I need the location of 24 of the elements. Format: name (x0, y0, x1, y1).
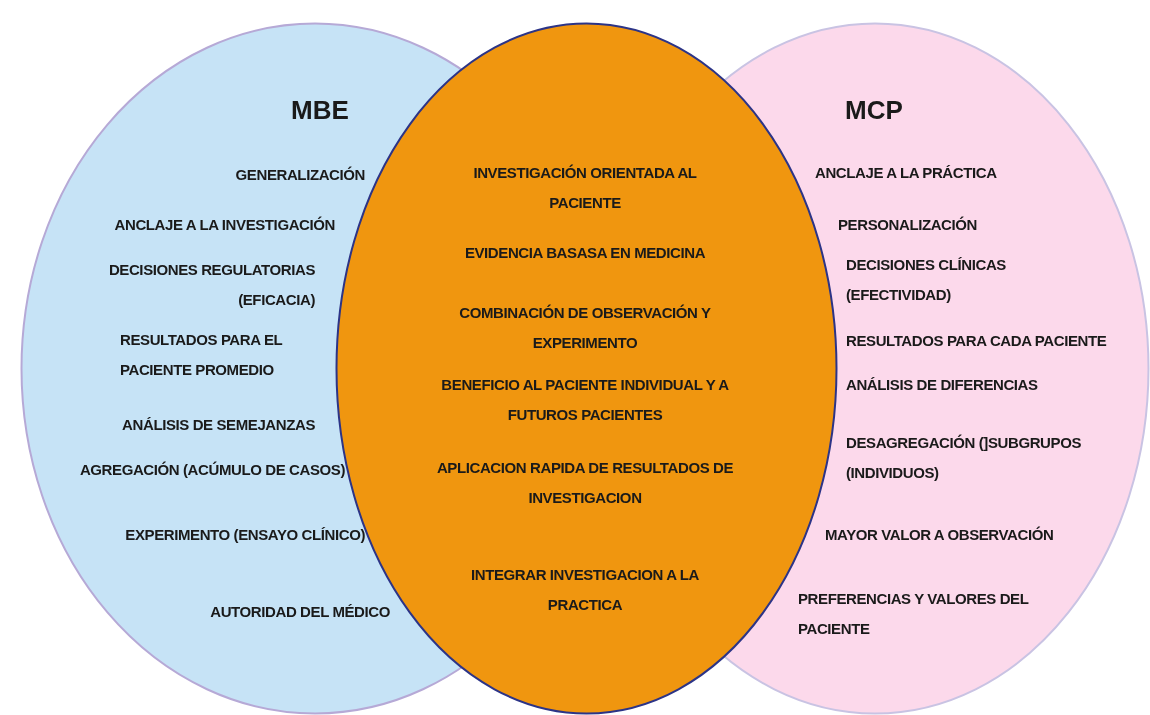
list-item-text: RESULTADOS PARA CADA PACIENTE (846, 331, 1108, 351)
list-item-text: ANÁLISIS DE SEMEJANZAS (121, 415, 315, 435)
list-item-text: BENEFICIO AL PACIENTE INDIVIDUAL Y A FUTUROS PACIENTES (440, 375, 730, 425)
list-item-text: ANÁLISIS DE DIFERENCIAS (846, 375, 1039, 395)
list-item-text: RESULTADOS PARA EL PACIENTE PROMEDIO (120, 330, 284, 380)
list-item-text: PERSONALIZACIÓN (838, 215, 978, 235)
list-item-text: DECISIONES REGULATORIAS (EFICACIA) (107, 260, 315, 310)
list-item-text: AGREGACIÓN (ACÚMULO DE CASOS) (78, 460, 345, 480)
list-item-text: DECISIONES CLÍNICAS (EFECTIVIDAD) (846, 255, 1007, 305)
set-heading: MCP (845, 95, 904, 125)
list-item-text: INVESTIGACIÓN ORIENTADA AL PACIENTE (472, 163, 698, 213)
list-item-text: COMBINACIÓN DE OBSERVACIÓN Y EXPERIMENTO (458, 303, 712, 353)
list-item-text: DESAGREGACIÓN (]SUBGRUPOS (INDIVIDUOS) (846, 433, 1083, 483)
list-item-text: INTEGRAR INVESTIGACION A LA PRACTICA (469, 565, 701, 615)
list-item-text: EXPERIMENTO (ENSAYO CLÍNICO) (124, 525, 365, 545)
list-item-text: EVIDENCIA BASASA EN MEDICINA (463, 243, 707, 263)
list-item-text: MAYOR VALOR A OBSERVACIÓN (825, 525, 1055, 545)
list-item-text: ANCLAJE A LA PRÁCTICA (815, 163, 998, 183)
set-heading: MBE (290, 95, 350, 125)
list-item-text: AUTORIDAD DEL MÉDICO (209, 602, 390, 622)
list-item-text: ANCLAJE A LA INVESTIGACIÓN (113, 215, 335, 235)
list-item-text: GENERALIZACIÓN (234, 165, 365, 185)
list-item-text: PREFERENCIAS Y VALORES DEL PACIENTE (798, 589, 1030, 639)
list-item-text: APLICACION RAPIDA DE RESULTADOS DE INVESTIGACION (435, 458, 735, 508)
